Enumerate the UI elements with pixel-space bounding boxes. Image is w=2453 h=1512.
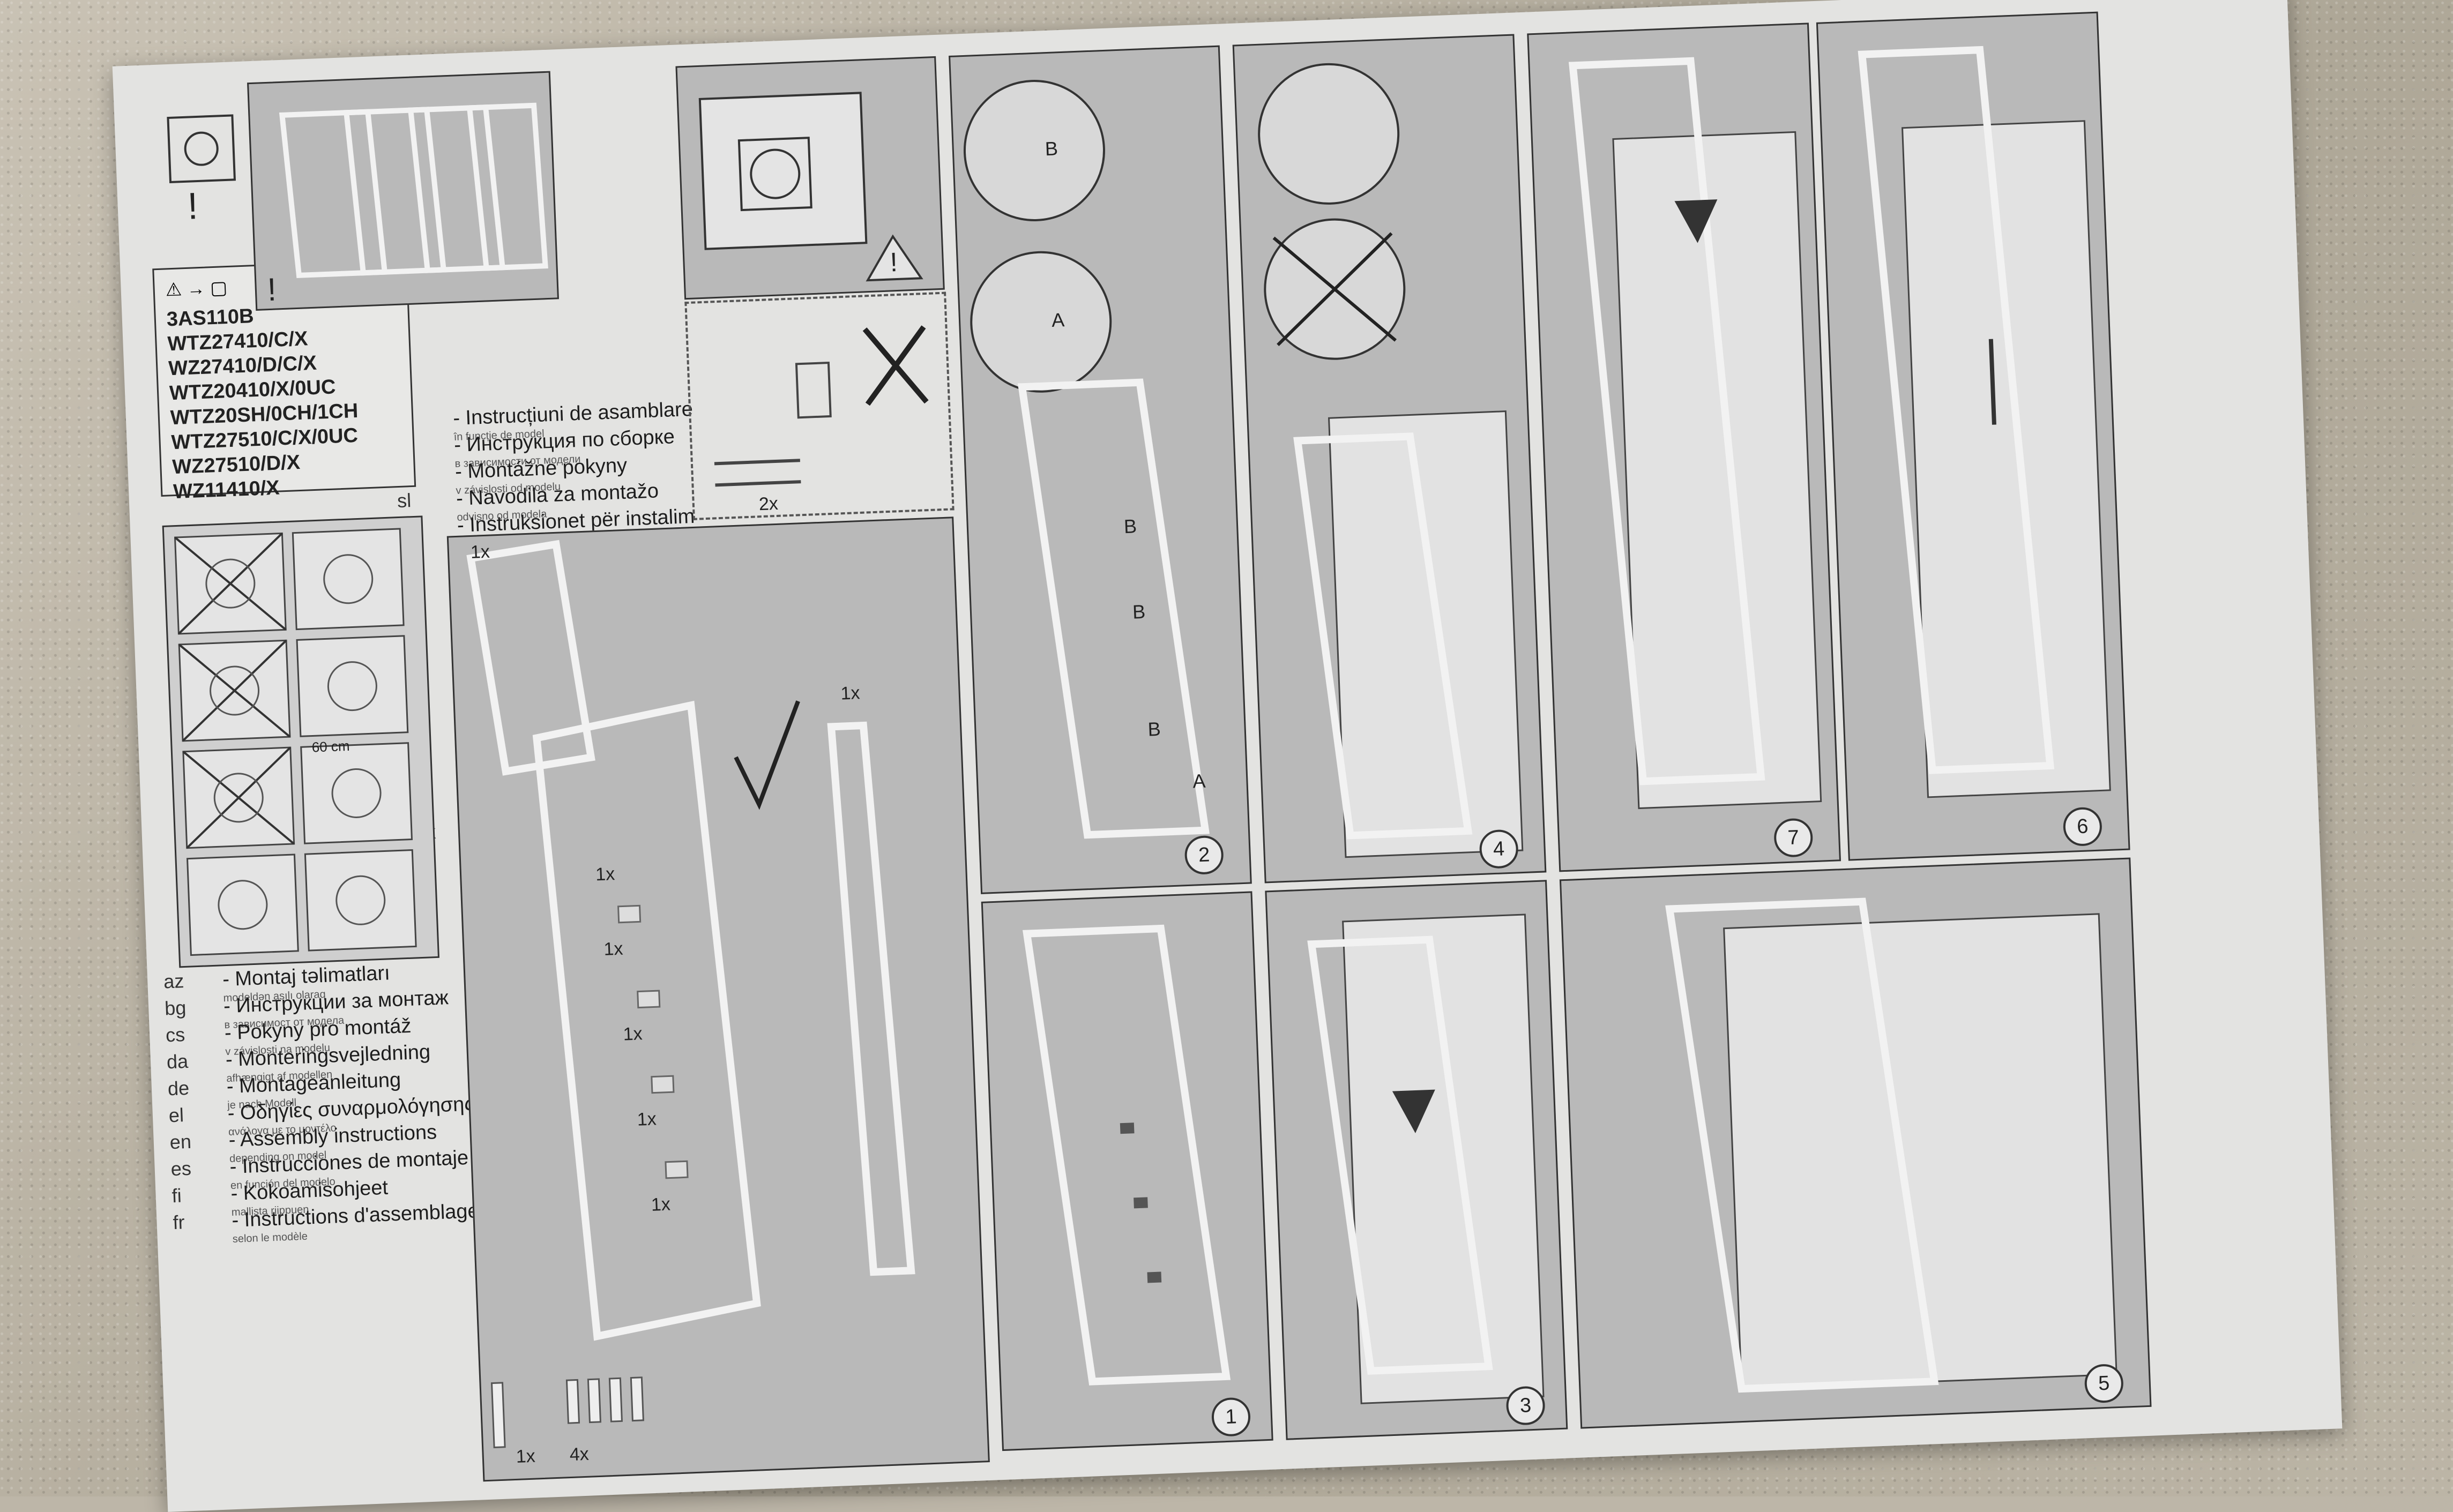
svg-text:!: ! <box>890 247 898 277</box>
svg-text:!: ! <box>267 272 277 308</box>
step-5-panel: 5 <box>1559 857 2152 1429</box>
warning-symbol: ⚠ → ▢ <box>165 278 228 301</box>
label-a-1: A <box>1192 770 1206 792</box>
language-code: sl <box>397 489 412 512</box>
stacking-illustrations: 60 cm <box>174 528 417 956</box>
language-code: da <box>166 1050 189 1073</box>
pad-qty-4: 1x <box>651 1194 671 1215</box>
tool-qty: 2x <box>758 493 778 514</box>
label-b-zoom: B <box>1045 137 1058 160</box>
rail-qty: 1x <box>840 683 861 704</box>
disconnect-power-panel: ! <box>675 56 945 300</box>
bolt-qty: 4x <box>569 1443 590 1465</box>
pad-qty-1: 1x <box>603 938 624 960</box>
step-6-panel: 6 <box>1816 11 2130 861</box>
language-code: de <box>167 1076 190 1100</box>
step-3-panel: 3 <box>1265 880 1568 1440</box>
step-2-panel: B A B B B A 2 <box>949 45 1252 894</box>
language-code: es <box>170 1157 192 1180</box>
svg-text:!: ! <box>187 185 198 227</box>
step-1-panel: 1 <box>981 891 1273 1451</box>
language-code: bg <box>164 996 187 1020</box>
step-1-illustration <box>1023 924 1231 1386</box>
tools-illustration: 2x <box>714 325 929 514</box>
unplug-icon: ! <box>167 114 236 227</box>
pad-qty-3: 1x <box>637 1109 657 1130</box>
step-4-illustration <box>1258 63 1524 858</box>
frame-qty: 1x <box>595 864 615 885</box>
label-a-zoom: A <box>1051 309 1065 331</box>
frame-stack-illustration: ! <box>267 102 548 308</box>
tools-required-box: 2x <box>684 291 955 520</box>
language-code: fr <box>172 1211 185 1234</box>
step-2-illustration: B A B B B A <box>963 79 1210 839</box>
step-3-illustration <box>1307 914 1545 1404</box>
language-code: en <box>169 1130 192 1154</box>
step-5-illustration <box>1665 897 2118 1393</box>
step-7-illustration <box>1568 57 1822 810</box>
unplug-warning: ! <box>152 109 274 242</box>
frame-stack-panel: ! <box>247 71 559 311</box>
pad-qty-2: 1x <box>623 1023 643 1045</box>
language-code: cs <box>165 1023 185 1046</box>
language-code: az <box>163 970 185 993</box>
parts-illustration <box>466 540 915 1449</box>
socket-warning-icon: ! <box>698 92 923 282</box>
plate-qty: 1x <box>470 541 490 563</box>
step-4-panel: 4 <box>1232 34 1547 884</box>
language-code: fi <box>171 1184 182 1207</box>
label-b-2: B <box>1132 601 1146 623</box>
step-6-illustration <box>1858 46 2111 798</box>
language-code: el <box>168 1104 184 1127</box>
label-b-1: B <box>1123 515 1137 537</box>
stacking-panel: 60 cm <box>162 515 439 968</box>
model-lines: 3AS110B WTZ27410/C/X WZ27410/D/C/X WTZ20… <box>166 300 361 504</box>
screw-qty: 1x <box>516 1446 536 1467</box>
clearance-label: 60 cm <box>311 738 350 755</box>
parts-panel: 1x 1x 1x 1x 1x 1x 1x 1x 4x <box>446 517 990 1482</box>
step-7-panel: 7 <box>1527 23 1841 872</box>
label-b-3: B <box>1147 718 1161 740</box>
